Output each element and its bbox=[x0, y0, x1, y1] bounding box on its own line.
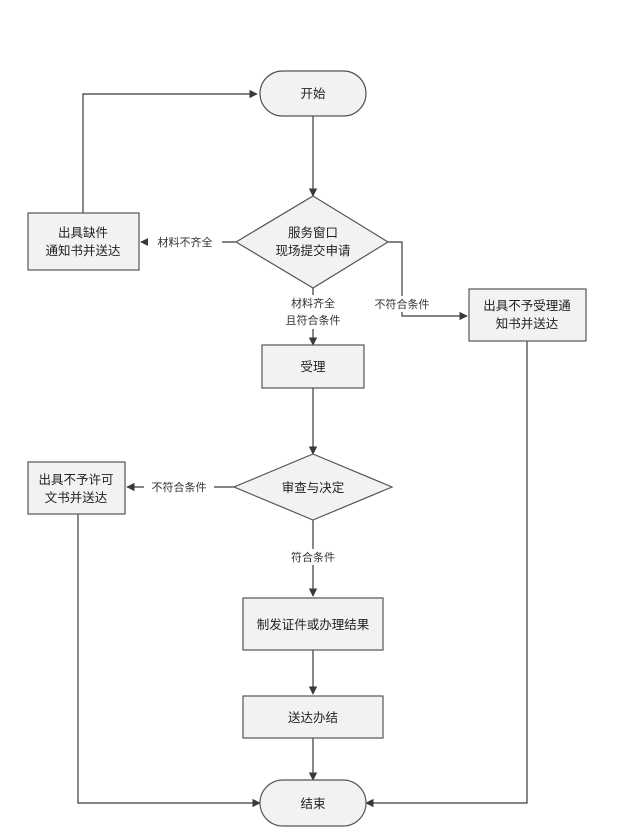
node-deliver: 送达办结 bbox=[242, 695, 384, 739]
terminal-shape bbox=[259, 779, 367, 827]
node-submit-label-line2: 现场提交申请 bbox=[275, 243, 350, 258]
node-deny-line1: 出具不予许可 bbox=[38, 472, 113, 487]
edge-label-not-qualified-1: 不符合条件 bbox=[375, 297, 430, 311]
node-review-label: 审查与决定 bbox=[282, 480, 345, 495]
node-start: 开始 bbox=[259, 70, 367, 117]
edge-label-complete-line1: 材料齐全 bbox=[291, 296, 335, 310]
node-missing-notice: 出具缺件 通知书并送达 bbox=[27, 212, 140, 271]
node-accept: 受理 bbox=[261, 344, 365, 389]
node-accept-label: 受理 bbox=[300, 359, 326, 374]
node-missing-notice-line1: 出具缺件 bbox=[58, 225, 108, 240]
edge-deny-to-end bbox=[77, 514, 261, 808]
node-reject-accept: 出具不予受理通 知书并送达 bbox=[468, 288, 587, 342]
label-bg bbox=[148, 233, 222, 249]
edge-missing-notice-to-start bbox=[82, 89, 258, 213]
edge-label-not-qualified-2: 不符合条件 bbox=[152, 480, 207, 494]
node-review: 审查与决定 bbox=[232, 453, 394, 521]
label-bg bbox=[144, 479, 214, 495]
connectors bbox=[77, 89, 528, 808]
edge-label-qualified: 符合条件 bbox=[291, 550, 335, 564]
node-issue: 制发证件或办理结果 bbox=[242, 597, 384, 651]
decision-shape bbox=[234, 195, 390, 289]
node-end-label: 结束 bbox=[300, 796, 326, 811]
process-shape bbox=[261, 344, 365, 389]
process-shape bbox=[242, 597, 384, 651]
edge-labels: 材料不齐全 不符合条件 材料齐全 且符合条件 不符合条件 符合条件 bbox=[144, 233, 436, 565]
label-bg bbox=[366, 296, 436, 312]
label-bg bbox=[282, 295, 344, 329]
node-reject-accept-line2: 知书并送达 bbox=[496, 316, 559, 331]
edge-reject-accept-to-end bbox=[365, 341, 528, 808]
label-bg bbox=[283, 549, 343, 565]
edge-label-materials-incomplete: 材料不齐全 bbox=[158, 235, 213, 249]
process-shape bbox=[468, 288, 587, 342]
process-shape bbox=[242, 695, 384, 739]
terminal-shape bbox=[259, 70, 367, 117]
node-submit: 服务窗口 现场提交申请 bbox=[234, 195, 390, 289]
node-deny: 出具不予许可 文书并送达 bbox=[27, 461, 126, 515]
process-shape bbox=[27, 212, 140, 271]
node-start-label: 开始 bbox=[300, 86, 326, 101]
node-issue-label: 制发证件或办理结果 bbox=[257, 617, 370, 632]
node-deny-line2: 文书并送达 bbox=[45, 490, 108, 505]
process-shape bbox=[27, 461, 126, 515]
decision-shape bbox=[232, 453, 394, 521]
node-reject-accept-line1: 出具不予受理通 bbox=[483, 298, 571, 313]
node-missing-notice-line2: 通知书并送达 bbox=[45, 243, 121, 258]
node-deliver-label: 送达办结 bbox=[288, 710, 338, 725]
node-submit-label-line1: 服务窗口 bbox=[288, 225, 338, 240]
edge-submit-to-reject-accept bbox=[388, 241, 468, 321]
edge-label-complete-line2: 且符合条件 bbox=[286, 313, 341, 327]
node-end: 结束 bbox=[259, 779, 367, 827]
